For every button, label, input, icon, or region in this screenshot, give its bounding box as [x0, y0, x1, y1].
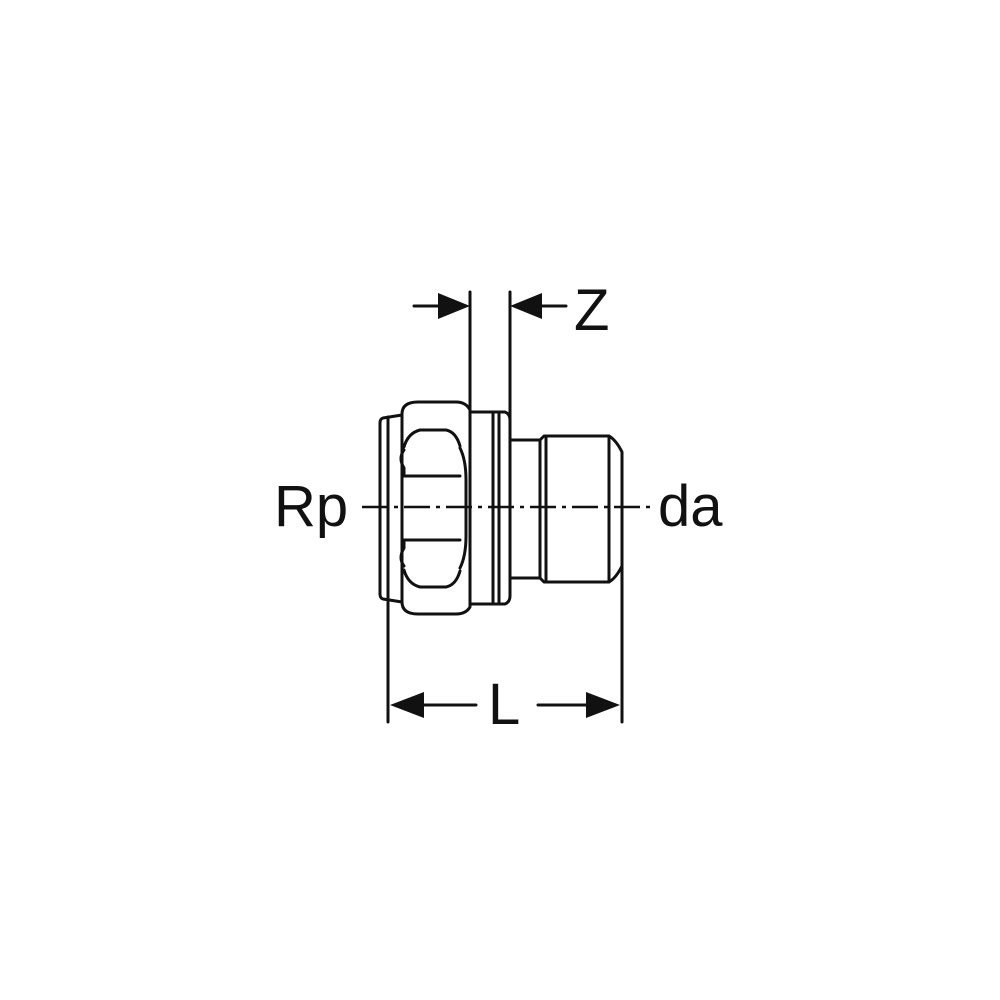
hex-edge-upper — [399, 448, 406, 478]
label-l: L — [488, 672, 521, 737]
hex-edge-lower — [399, 538, 406, 568]
hex-flat-lower — [402, 568, 462, 589]
hex-nut — [400, 400, 472, 616]
label-z: Z — [574, 278, 610, 343]
label-da: da — [658, 474, 723, 539]
l-arrowhead-left — [390, 692, 424, 718]
hex-flat-upper — [402, 428, 462, 449]
left-flange — [378, 413, 404, 604]
spigot — [508, 434, 624, 584]
label-rp: Rp — [274, 474, 349, 539]
z-arrowhead-right — [510, 293, 542, 319]
l-arrowhead-right — [586, 692, 620, 718]
z-arrowhead-left — [438, 293, 470, 319]
